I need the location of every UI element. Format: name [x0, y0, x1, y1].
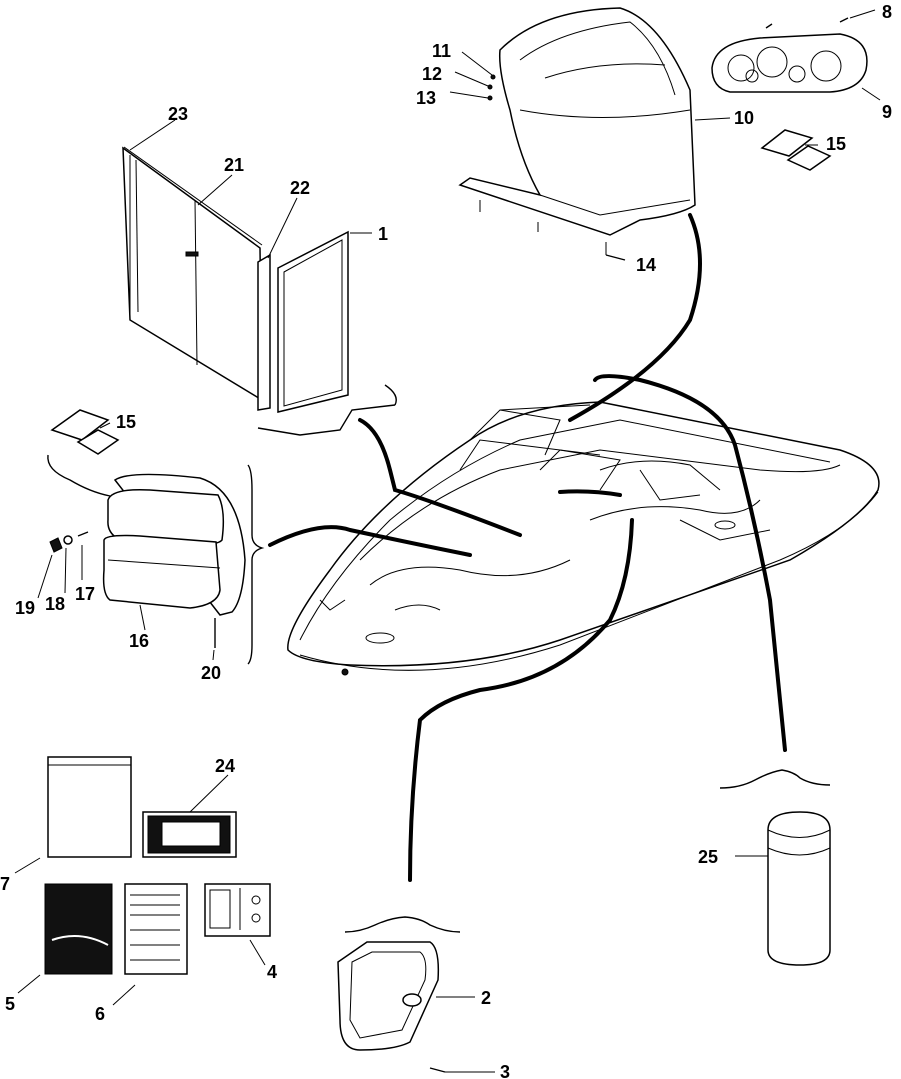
- seat-cushion-part: [102, 473, 246, 648]
- callout-13: 13: [416, 88, 436, 108]
- callout-18: 18: [45, 594, 65, 614]
- callout-4: 4: [267, 962, 277, 982]
- callout-20: 20: [201, 663, 221, 683]
- assembly-routing-lines: [47, 213, 787, 882]
- console-panel-part: [458, 7, 696, 261]
- callout-24: 24: [215, 756, 235, 776]
- callout-11: 11: [432, 41, 451, 61]
- decal-sheets-left: [50, 409, 120, 455]
- callout-3: 3: [500, 1062, 510, 1079]
- callout-8: 8: [882, 2, 892, 22]
- screw-hardware: [487, 17, 849, 101]
- callout-16: 16: [129, 631, 149, 651]
- callout-15-top: 15: [826, 134, 846, 154]
- gauge-panel-part: [711, 33, 868, 93]
- callout-22: 22: [290, 178, 310, 198]
- container-part: [767, 811, 831, 966]
- callout-12: 12: [422, 64, 442, 84]
- callout-5: 5: [5, 994, 15, 1014]
- seat-hardware: [49, 531, 89, 553]
- decal-sheets-top: [760, 129, 832, 171]
- brackets: [247, 464, 831, 933]
- callout-15-left: 15: [116, 412, 136, 432]
- callout-1: 1: [378, 224, 388, 244]
- callout-6: 6: [95, 1004, 105, 1024]
- access-hatch-part: [337, 941, 446, 1073]
- door-panel-assembly: [122, 146, 349, 413]
- callout-14: 14: [636, 255, 656, 275]
- callout-17: 17: [75, 584, 95, 604]
- callout-19: 19: [15, 598, 35, 618]
- callout-7: 7: [0, 874, 10, 894]
- boat-hull: [287, 401, 880, 676]
- callout-9: 9: [882, 102, 892, 122]
- callout-25: 25: [698, 847, 718, 867]
- document-items: [44, 756, 271, 975]
- callout-10: 10: [734, 108, 754, 128]
- callout-23: 23: [168, 104, 188, 124]
- callout-2: 2: [481, 988, 491, 1008]
- leader-lines: [14, 9, 881, 1073]
- callout-21: 21: [224, 155, 244, 175]
